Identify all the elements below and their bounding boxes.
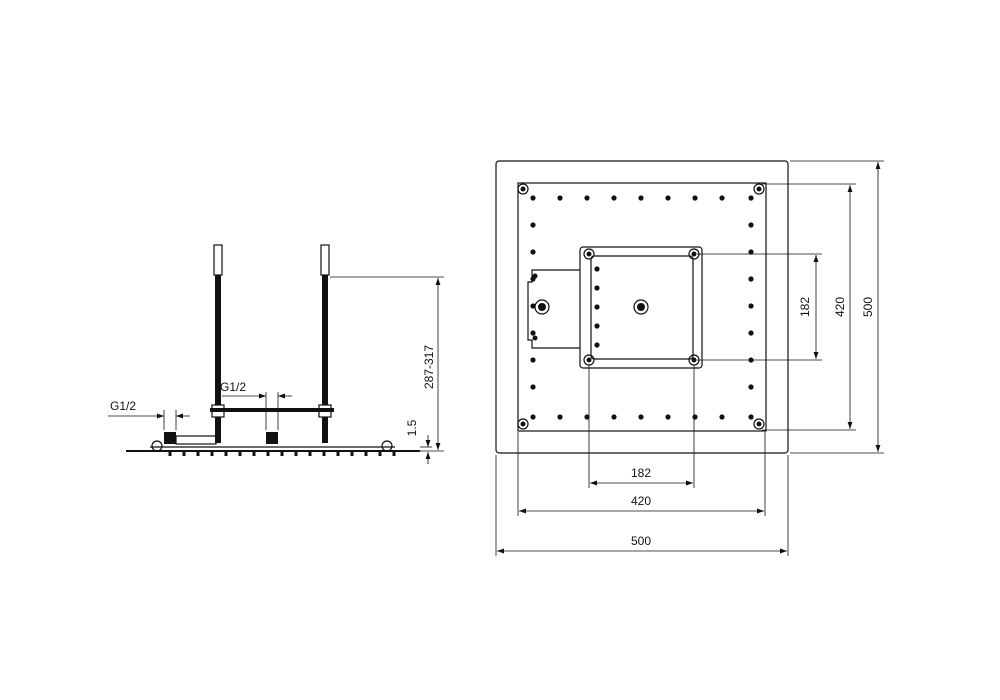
- nozzle-row: [168, 451, 396, 456]
- inner-mount-screw: [583, 248, 595, 260]
- right-rod-lower: [322, 417, 328, 443]
- nozzle: [224, 451, 228, 456]
- spray-nozzle: [594, 266, 600, 272]
- corner-mount: [753, 418, 765, 430]
- spray-nozzle: [530, 222, 536, 228]
- nozzle: [336, 451, 340, 456]
- overall-horizontal-label: 500: [631, 534, 651, 548]
- spray-nozzle: [594, 304, 600, 310]
- nozzle: [168, 451, 172, 456]
- spray-nozzle: [557, 414, 563, 420]
- spray-nozzle-grid: [530, 195, 754, 420]
- spray-nozzle: [692, 195, 698, 201]
- left-inlet-connector: [164, 432, 176, 444]
- side-inlet: [534, 299, 550, 315]
- mounting-vertical-label: 420: [833, 297, 847, 317]
- spray-nozzle: [530, 384, 536, 390]
- nozzle: [210, 451, 214, 456]
- left-rod-top-thread: [213, 244, 223, 276]
- middle-inlet-connector: [266, 432, 278, 444]
- corner-mount: [517, 183, 529, 195]
- supply-pipe: [175, 435, 217, 445]
- spray-nozzle: [638, 195, 644, 201]
- nozzle: [182, 451, 186, 456]
- spray-nozzle: [557, 195, 563, 201]
- nozzle: [378, 451, 382, 456]
- spray-nozzle: [530, 357, 536, 363]
- right-rod: [322, 275, 328, 405]
- plate-thickness-label: 1.5: [405, 419, 419, 436]
- corner-mount: [753, 183, 765, 195]
- cross-bar: [210, 408, 334, 412]
- side-view: G1/2 G1/2 287-317 1.5: [108, 244, 444, 464]
- nozzle: [308, 451, 312, 456]
- spray-nozzle: [748, 303, 754, 309]
- left-rod-lower: [215, 417, 221, 443]
- spray-nozzle: [594, 342, 600, 348]
- spray-nozzle: [594, 285, 600, 291]
- spray-nozzle: [530, 195, 536, 201]
- spray-nozzle: [530, 249, 536, 255]
- spray-nozzle: [748, 414, 754, 420]
- corner-mount: [517, 418, 529, 430]
- spray-nozzle: [665, 195, 671, 201]
- spray-nozzle: [584, 414, 590, 420]
- inner-mount-plate: [590, 255, 694, 360]
- nozzle: [350, 451, 354, 456]
- spray-nozzle: [638, 414, 644, 420]
- spray-nozzle: [611, 195, 617, 201]
- inner-square-horizontal-label: 182: [631, 466, 651, 480]
- spray-nozzle: [692, 414, 698, 420]
- right-rod-top-thread: [320, 244, 330, 276]
- side-bracket: [527, 269, 580, 349]
- nozzle: [392, 451, 396, 456]
- outer-plate: [495, 160, 789, 454]
- bracket-screw: [532, 273, 538, 279]
- inlet-middle-label: G1/2: [220, 380, 246, 394]
- spray-nozzle: [611, 414, 617, 420]
- nozzle: [322, 451, 326, 456]
- spray-nozzle: [530, 414, 536, 420]
- mounting-frame: [517, 182, 767, 432]
- spray-nozzle: [594, 323, 600, 329]
- spray-nozzle: [748, 222, 754, 228]
- plate-end-right: [381, 440, 393, 452]
- spray-nozzle: [530, 303, 536, 309]
- spray-nozzle: [748, 249, 754, 255]
- inlet-left-label: G1/2: [110, 399, 136, 413]
- nozzle: [266, 451, 270, 456]
- plate-end-left: [151, 440, 163, 452]
- nozzle: [238, 451, 242, 456]
- spray-nozzle: [748, 384, 754, 390]
- height-range-label: 287-317: [422, 345, 436, 389]
- inner-mount-screw: [583, 354, 595, 366]
- spray-nozzle: [530, 330, 536, 336]
- center-inlet: [633, 299, 649, 315]
- top-view: 182 420 500 182 420 500: [495, 160, 884, 556]
- inner-square-vertical-label: 182: [798, 297, 812, 317]
- spray-nozzle: [719, 414, 725, 420]
- nozzle: [252, 451, 256, 456]
- spray-nozzle: [748, 330, 754, 336]
- nozzle: [294, 451, 298, 456]
- spray-nozzle: [719, 195, 725, 201]
- nozzle: [196, 451, 200, 456]
- spray-nozzle: [584, 195, 590, 201]
- spray-nozzle: [748, 276, 754, 282]
- inner-mount-square: [579, 246, 703, 369]
- overall-vertical-label: 500: [861, 297, 875, 317]
- spray-nozzle: [665, 414, 671, 420]
- nozzle: [364, 451, 368, 456]
- nozzle: [280, 451, 284, 456]
- mounting-horizontal-label: 420: [631, 494, 651, 508]
- left-rod: [215, 275, 221, 405]
- bracket-screw: [532, 335, 538, 341]
- spray-nozzle: [748, 195, 754, 201]
